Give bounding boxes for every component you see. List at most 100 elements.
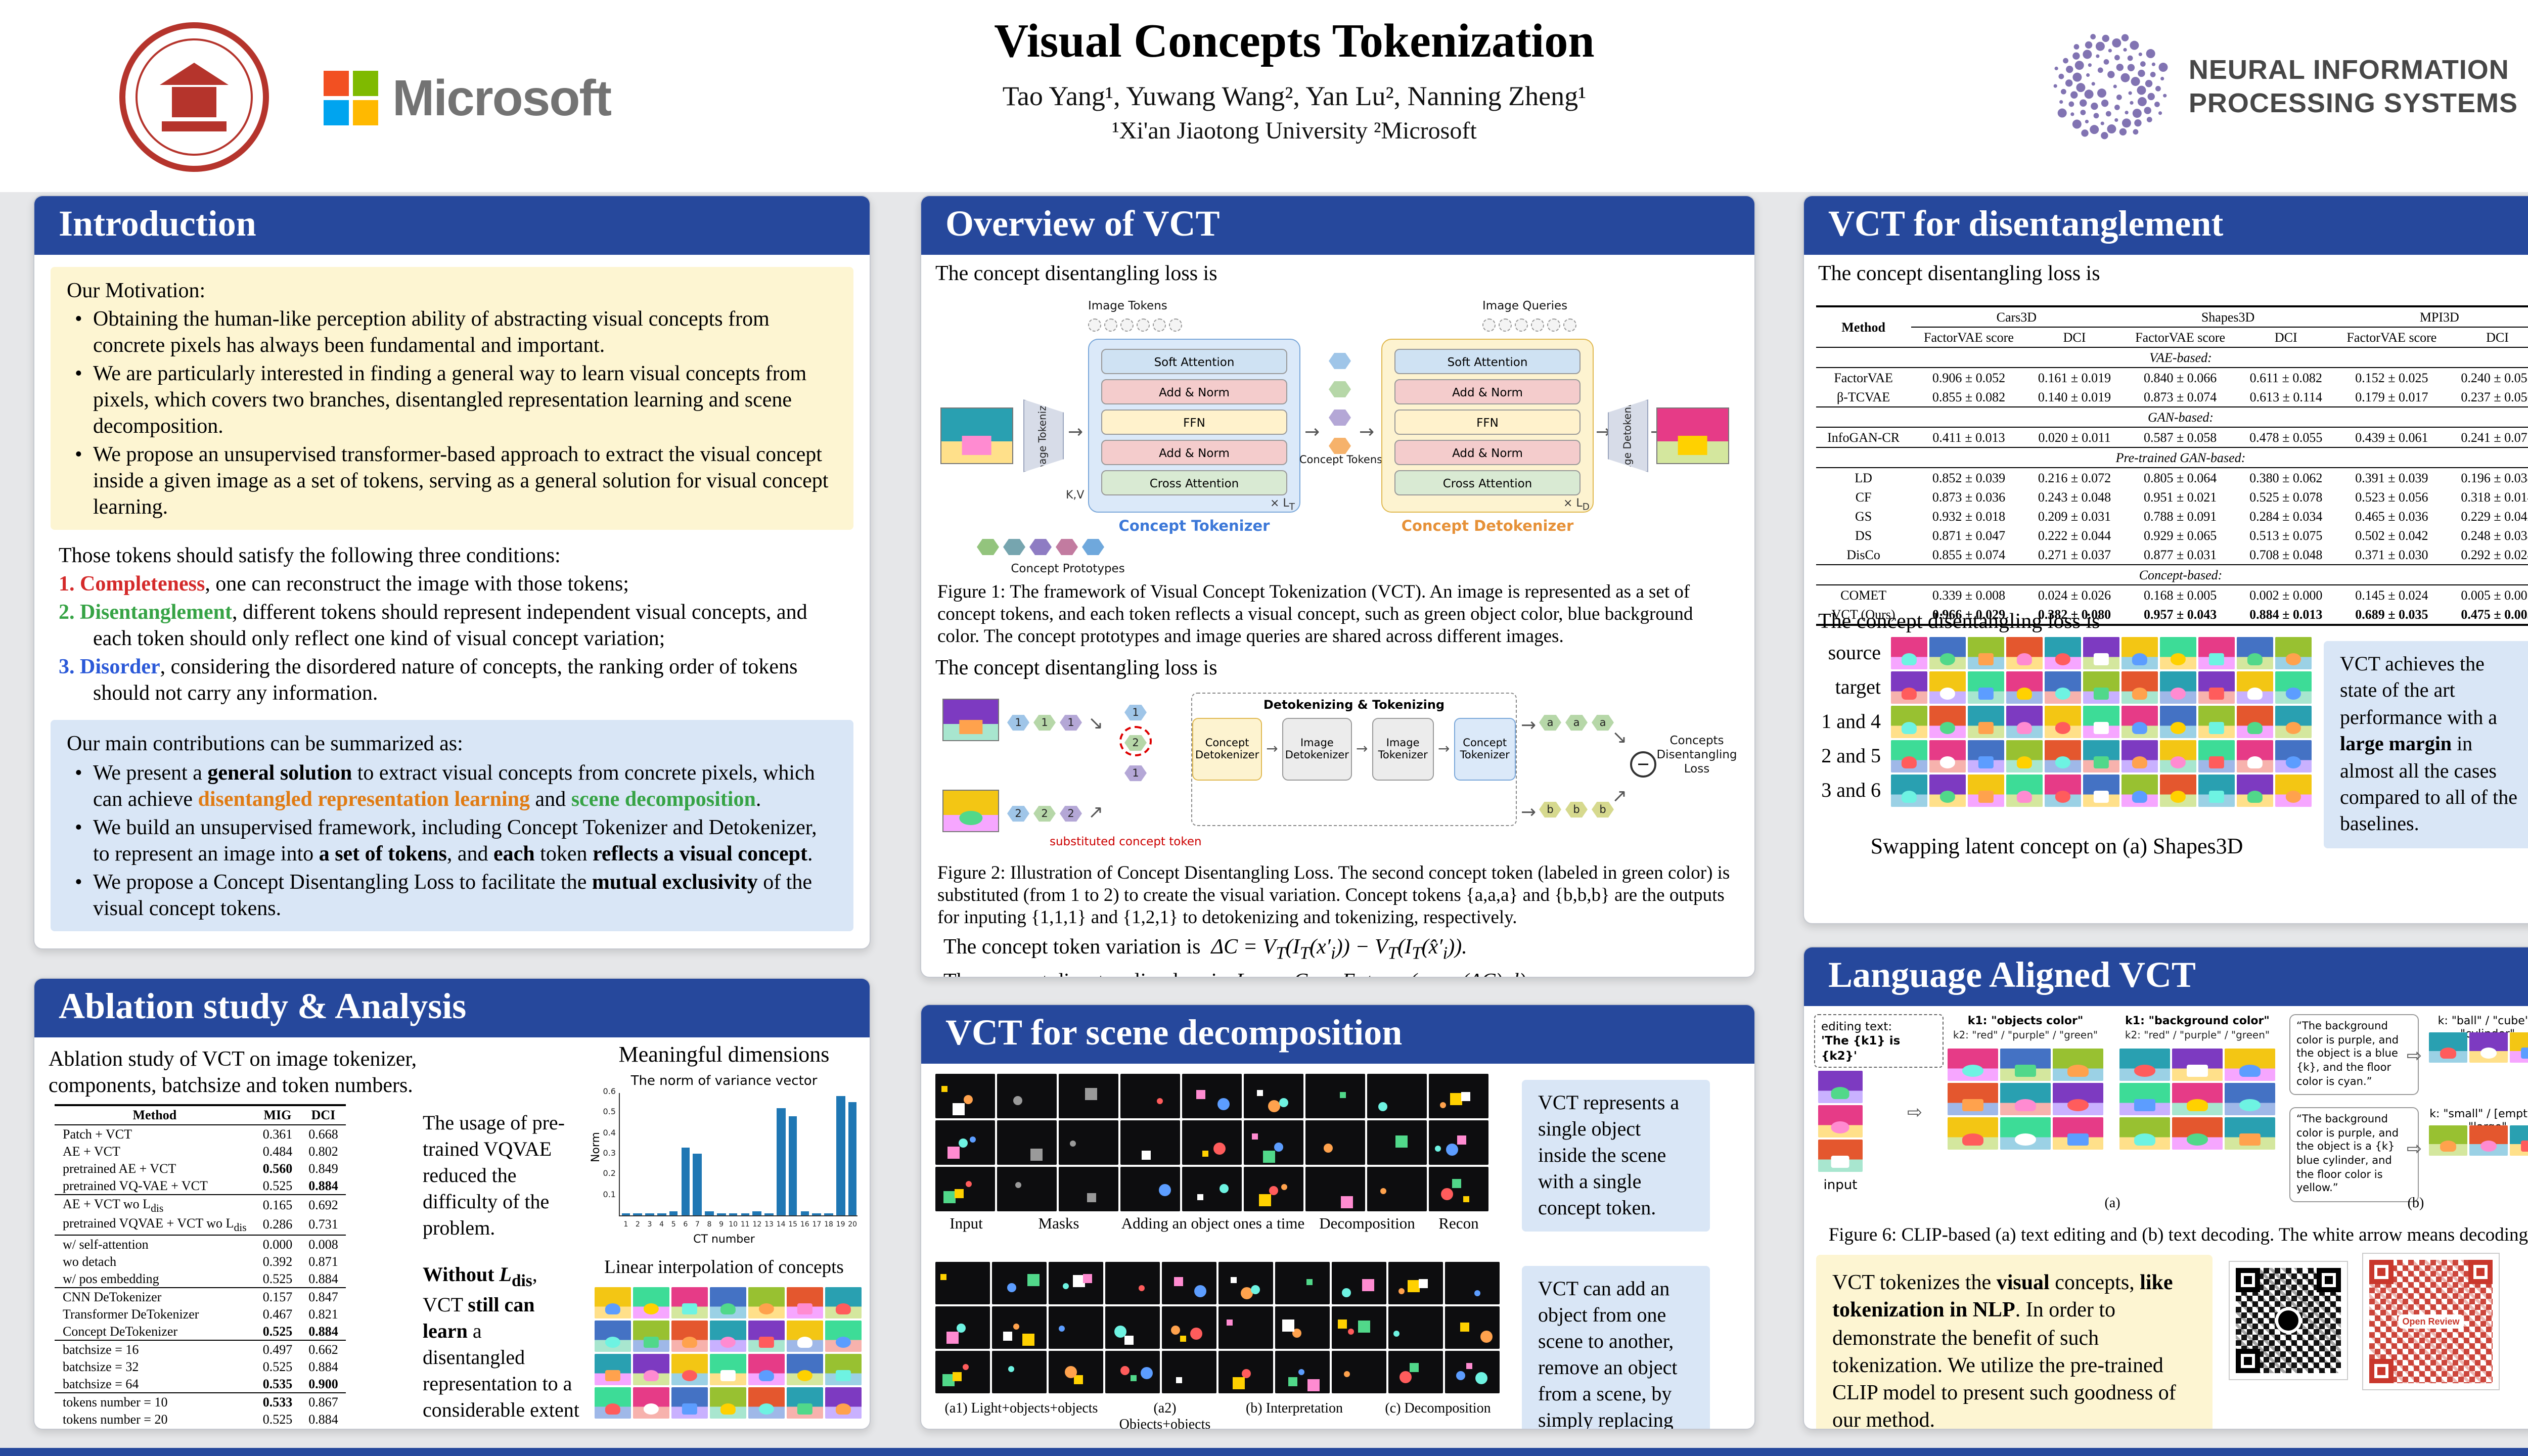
chip-wrap <box>1056 539 1078 559</box>
y-tick-label: 0.4 <box>603 1128 616 1138</box>
editing-text-box: editing text: 'The {k1} is {k2}' <box>1814 1014 1944 1068</box>
image-cell <box>1891 706 1927 738</box>
image-cell <box>2083 637 2119 669</box>
chart-xlabel: CT number <box>693 1233 755 1246</box>
ablation-note-1: The usage of pre-trained VQVAE reduced t… <box>423 1112 565 1240</box>
concept-token-chip <box>1082 539 1104 555</box>
chip-wrap <box>1029 539 1052 559</box>
bar <box>645 1213 654 1215</box>
disent-lead-1: The concept disentangling loss is <box>1818 261 2100 285</box>
image-cell <box>1218 1262 1273 1304</box>
fig1-image-detokenizer: Image Detokenizer <box>1608 399 1648 472</box>
ablation-notes: The usage of pre-trained VQVAE reduced t… <box>423 1110 580 1423</box>
diagram-block: Soft Attention <box>1394 349 1581 374</box>
arrow-icon: → <box>1359 422 1375 443</box>
image-cell <box>2275 671 2312 704</box>
image-cell <box>633 1321 669 1352</box>
bar <box>824 1213 833 1215</box>
input-label: input <box>1823 1178 1858 1193</box>
image-cell <box>935 1306 990 1349</box>
diagram-block: Add & Norm <box>1394 440 1581 465</box>
lang-bgrid-1 <box>2429 1032 2528 1063</box>
k1-header-2: k1: "background color" <box>2125 1014 2270 1027</box>
image-cell <box>1182 1120 1242 1165</box>
neurips-wordmark: NEURAL INFORMATION PROCESSING SYSTEMS <box>2189 54 2518 119</box>
image-cell <box>825 1387 862 1419</box>
y-tick-label: 0.5 <box>603 1107 616 1117</box>
image-cell <box>1120 1120 1180 1165</box>
image-cell <box>1388 1306 1443 1349</box>
token-circle-icon <box>1153 318 1166 332</box>
image-cell <box>2121 740 2158 772</box>
ms-square-red <box>324 71 349 96</box>
bar <box>716 1213 726 1215</box>
interp-grid <box>595 1287 862 1419</box>
image-cell <box>1429 1167 1488 1211</box>
image-cell <box>1968 775 2004 807</box>
chip-wrap: a <box>1592 710 1614 731</box>
image-cell <box>1929 740 1966 772</box>
concept-token-chip <box>977 539 999 555</box>
lang-bgrid-2 <box>2429 1125 2528 1156</box>
quote-box-1: “The background color is purple, and the… <box>2289 1014 2419 1096</box>
bar <box>776 1108 786 1215</box>
detok-tok-box: Detokenizing & Tokenizing Concept Detoke… <box>1191 692 1517 826</box>
x-tick-label: 19 <box>836 1220 845 1228</box>
concept-token-chip: 1 <box>1060 714 1082 731</box>
x-tick-label: 20 <box>848 1220 857 1228</box>
image-cell <box>2275 740 2312 772</box>
equation-1: The concept token variation is ΔC = VT(I… <box>943 934 1754 964</box>
qr-finder-icon <box>2369 1260 2394 1284</box>
concept-token-chip: a <box>1565 714 1588 731</box>
image-cell <box>2510 1032 2528 1063</box>
ld-label: × LD <box>1563 496 1590 513</box>
editing-text-label: editing text: <box>1821 1019 1892 1033</box>
image-detokenizer-label: Image Detokenizer <box>1622 388 1634 484</box>
image-cell <box>2045 775 2081 807</box>
page-title: Visual Concepts Tokenization <box>994 15 1595 68</box>
scene-object <box>1678 436 1708 456</box>
image-query-circles <box>1482 316 1579 336</box>
decode-arrow-icon: ⇨ <box>2407 1045 2422 1066</box>
swap-grid-row: 2 and 5 <box>1818 740 2312 772</box>
concept-token-chip: b <box>1539 801 1561 818</box>
image-cell <box>748 1387 785 1419</box>
image-cell <box>2237 775 2273 807</box>
row-label: 1 and 4 <box>1821 710 1881 733</box>
image-cell <box>1218 1351 1273 1393</box>
chip-wrap <box>1329 353 1351 373</box>
image-cell <box>748 1354 785 1385</box>
chip-wrap: a <box>1539 710 1561 731</box>
image-cell <box>671 1387 708 1419</box>
x-tick-label: 7 <box>695 1220 700 1228</box>
fig1-image-tokenizer: Image Tokenizer <box>1023 399 1064 472</box>
diagram-block: FFN <box>1394 410 1581 435</box>
bar <box>788 1116 797 1215</box>
chart-heading: Meaningful dimensions <box>618 1041 830 1067</box>
figure-label: Adding an object ones a time <box>1121 1215 1305 1233</box>
bar <box>848 1102 857 1215</box>
image-cell <box>2121 671 2158 704</box>
section-title-overview: Overview of VCT <box>921 196 1754 255</box>
scene-labels-2: (a1) Light+objects+objects(a2) Objects+o… <box>935 1401 1510 1429</box>
token-circle-icon <box>1120 318 1134 332</box>
image-cell <box>1818 1105 1863 1138</box>
image-cell <box>2083 740 2119 772</box>
image-cell <box>2053 1049 2103 1081</box>
qr-finder-icon <box>2236 1268 2260 1292</box>
list-item: We propose a Concept Disentangling Loss … <box>67 868 837 921</box>
neurips-line2: PROCESSING SYSTEMS <box>2188 87 2518 118</box>
image-cell <box>2237 706 2273 738</box>
image-cell <box>2275 637 2312 669</box>
fig2-image-2 <box>942 789 999 832</box>
image-cell <box>2006 671 2043 704</box>
image-cell <box>1891 637 1927 669</box>
image-cell <box>1305 1120 1365 1165</box>
motivation-heading: Our Motivation: <box>67 278 206 302</box>
microsoft-squares-icon <box>324 71 378 125</box>
k1-header-1: k1: "objects color" <box>1967 1014 2084 1027</box>
image-cell <box>2160 671 2196 704</box>
